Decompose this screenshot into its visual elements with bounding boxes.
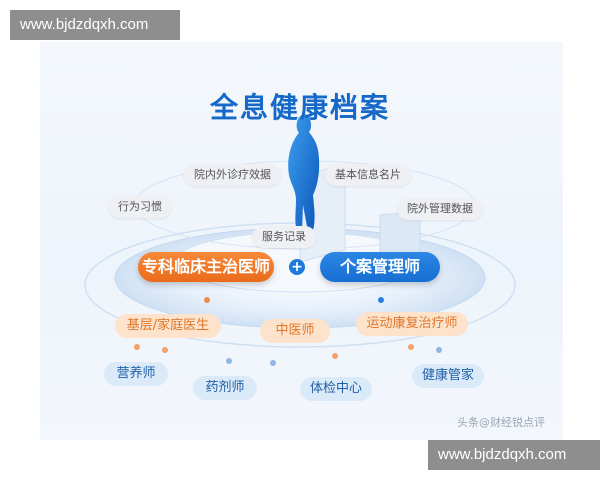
connector-dot	[332, 353, 338, 359]
diagram-title: 全息健康档案	[209, 91, 390, 124]
connector-dot-orange	[204, 297, 210, 303]
label-behavior: 行为习惯	[108, 196, 172, 218]
connector-dot	[226, 358, 232, 364]
checkup-center-label: 体检中心	[300, 377, 372, 401]
tcm-doctor-label: 中医师	[260, 319, 330, 343]
label-basic-info: 基本信息名片	[325, 164, 411, 186]
watermark-top: www.bjdzdqxh.com	[10, 10, 180, 40]
connector-dot	[436, 347, 442, 353]
pharmacist-label: 药剂师	[193, 376, 257, 400]
specialist-doctor-button[interactable]: 专科临床主治医师	[138, 252, 274, 282]
label-service-record: 服务记录	[252, 226, 316, 248]
label-outside-management: 院外管理数据	[397, 198, 483, 220]
case-manager-button[interactable]: 个案管理师	[320, 252, 440, 282]
connector-dot	[270, 360, 276, 366]
nutritionist-label: 营养师	[104, 362, 168, 386]
plus-icon: +	[289, 259, 305, 275]
connector-dot	[162, 347, 168, 353]
watermark-bottom: www.bjdzdqxh.com	[428, 440, 600, 470]
human-figure	[288, 114, 320, 232]
connector-dot	[134, 344, 140, 350]
connector-dot	[408, 344, 414, 350]
label-hospital-treatment: 院内外诊疗效据	[184, 164, 281, 186]
primary-doctor-label: 基层/家庭医生	[115, 314, 221, 338]
connector-dot-blue	[378, 297, 384, 303]
rehab-therapist-label: 运动康复治疗师	[356, 312, 468, 336]
health-steward-label: 健康管家	[412, 364, 484, 388]
source-credit: 头条@财经锐点评	[457, 416, 545, 429]
